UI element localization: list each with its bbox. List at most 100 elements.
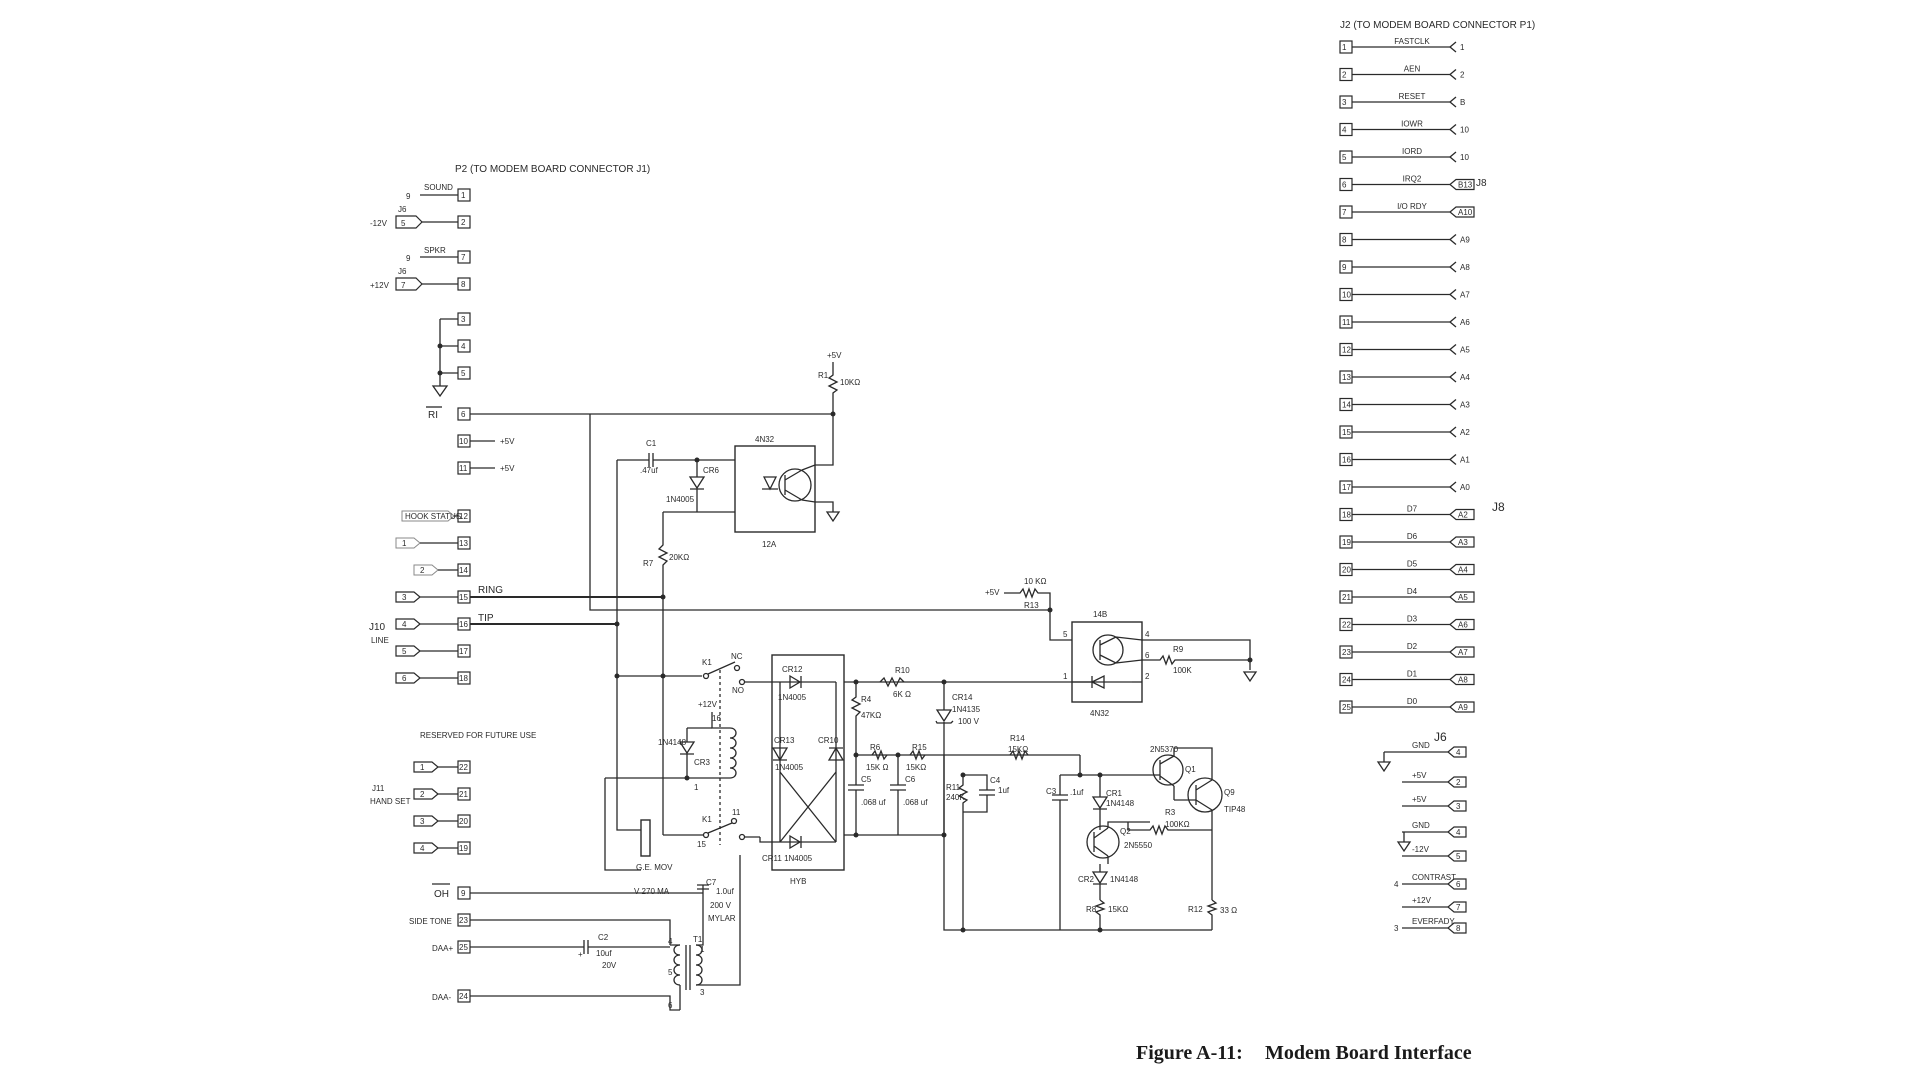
j2-edge-contact	[1448, 371, 1457, 383]
handset-jack-pin: 3	[420, 817, 425, 826]
p2-connector: P2 (TO MODEM BOARD CONNECTOR J1)	[369, 164, 833, 1003]
c7-type: MYLAR	[708, 914, 736, 923]
k1-pin16: 16	[712, 714, 721, 723]
mov-part: V 270 MA	[634, 887, 670, 896]
r7-label: R7	[643, 559, 654, 568]
j2-signal-label: IRQ2	[1403, 175, 1422, 184]
opto1-location: 12A	[762, 540, 777, 549]
j2-edge-contact	[1448, 426, 1457, 438]
switch-contact	[733, 664, 741, 672]
r4-value: 47KΩ	[861, 711, 881, 720]
j2-pin-number: 16	[1342, 456, 1351, 465]
q2-label: Q2	[1120, 827, 1131, 836]
cr1-diode	[1091, 775, 1109, 820]
j6-lead-label: 4	[1394, 880, 1399, 889]
k1-coil	[729, 727, 737, 779]
j2-connector: J2 (TO MODEM BOARD CONNECTOR P1) 1FASTCL…	[1339, 20, 1535, 714]
j2-edge-label: B	[1460, 98, 1465, 107]
r7-resistor	[657, 512, 669, 597]
r15-value: 15KΩ	[906, 763, 926, 772]
opto-12a	[734, 445, 816, 533]
j2-pin-number: 21	[1342, 593, 1351, 602]
j2-pin-number: 3	[1342, 98, 1347, 107]
j2-pin-number: 17	[1342, 483, 1351, 492]
j2-edge-label: A5	[1460, 346, 1470, 355]
r3-label: R3	[1165, 808, 1176, 817]
r1-value: 10KΩ	[840, 378, 860, 387]
r8-value: 15KΩ	[1108, 905, 1128, 914]
j2-edge-label: A0	[1460, 483, 1470, 492]
plus5-label-b: +5V	[500, 464, 515, 473]
j2-pin-number: 2	[1342, 71, 1347, 80]
r13-supply: +5V	[985, 588, 1000, 597]
tip-label: TIP	[478, 613, 494, 624]
j2-edge-contact	[1449, 618, 1475, 631]
j2-edge-label: 1	[1460, 43, 1465, 52]
pin-number: 6	[668, 1001, 673, 1010]
j2-edge-label: A7	[1460, 291, 1470, 300]
switch-contact	[738, 678, 746, 686]
j2-signal-label: FASTCLK	[1394, 37, 1430, 46]
cr10-label: CR10	[818, 736, 839, 745]
r9-label: R9	[1173, 645, 1184, 654]
j2-edge-label: A8	[1458, 676, 1468, 685]
j2-edge-contact	[1449, 646, 1475, 658]
ring-label: RING	[478, 585, 503, 596]
hook-status-jack	[401, 510, 455, 522]
cr10-diode	[827, 746, 845, 761]
j2-signal-label: IOWR	[1401, 120, 1423, 129]
r11-resistor	[943, 755, 969, 835]
j2-edge-label: A4	[1460, 373, 1470, 382]
cr11-label: CR11 1N4005	[762, 854, 813, 863]
j2-edge-contact	[1448, 481, 1457, 493]
j2-pin-number: 6	[1342, 181, 1347, 190]
p2-pin-num: 22	[459, 763, 468, 772]
p2-pin-num: 8	[461, 280, 466, 289]
q9-label: Q9	[1224, 788, 1235, 797]
cr6-part: 1N4005	[666, 495, 695, 504]
opto2-part: 4N32	[1090, 709, 1110, 718]
daa-minus-label: DAA-	[432, 993, 451, 1002]
j2-signal-label: D0	[1407, 697, 1418, 706]
sound-jack-pin: 9	[406, 192, 411, 201]
handset-jack-pin: 1	[420, 763, 425, 772]
j2-edge-contact	[1448, 344, 1457, 355]
figure-label: Figure A-11:	[1136, 1042, 1243, 1064]
j10-jack-pin: 3	[402, 593, 407, 602]
p2-pin-num: 2	[461, 218, 466, 227]
wire	[801, 414, 834, 512]
j2-edge-contact	[1448, 454, 1457, 465]
reserved-label: RESERVED FOR FUTURE USE	[420, 731, 536, 740]
wire	[616, 624, 702, 677]
p2-pin-num: 24	[459, 992, 468, 1001]
cr1-label: CR1	[1106, 789, 1123, 798]
q9-transistor	[1187, 777, 1223, 813]
r4-label: R4	[861, 695, 872, 704]
cr3-label: CR3	[694, 758, 711, 767]
j2-pin-number: 23	[1342, 648, 1351, 657]
c2-plus: +	[578, 950, 583, 959]
c4-label: C4	[990, 776, 1001, 785]
p2-pin-num: 7	[461, 253, 466, 262]
cr13-part: 1N4005	[775, 763, 804, 772]
j2-edge-label: A3	[1458, 538, 1468, 547]
j6-label-b: J6	[398, 267, 407, 276]
cr3-part: 1N4148	[658, 738, 687, 747]
plus12v-label: +12V	[370, 281, 390, 290]
faint-jack-1	[395, 537, 421, 549]
handset-jack-3	[413, 815, 439, 827]
p2-pin-num: 12	[459, 512, 468, 521]
j2-edge-label: A9	[1458, 703, 1468, 712]
cr13-diode	[771, 747, 789, 762]
minus12v-jack-pin: 5	[401, 219, 406, 228]
faint-jack-2	[413, 564, 439, 576]
r1-supply-label: +5V	[827, 351, 842, 360]
cr2-label: CR2	[1078, 875, 1095, 884]
k1-switch	[707, 661, 736, 675]
r14-value: 15KΩ	[1008, 745, 1028, 754]
ground-icon	[1242, 671, 1258, 683]
cr6-diode	[688, 460, 706, 512]
r13-label: R13	[1024, 601, 1039, 610]
wire	[470, 440, 495, 469]
j11-label: J11	[372, 784, 385, 793]
